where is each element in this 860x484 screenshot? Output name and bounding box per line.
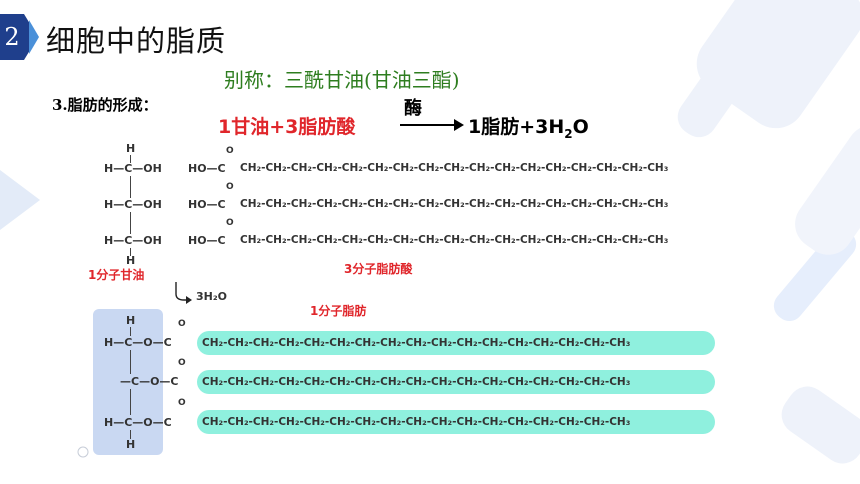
fat-carbonyl-2: O <box>178 358 186 368</box>
alias-text: 别称：三酰甘油(甘油三酯) <box>224 68 460 92</box>
bond <box>130 389 131 415</box>
fat-row-2: —C—O—C <box>120 375 179 388</box>
fatty-acid-carbonyl-2: O <box>226 182 234 192</box>
glycerol-backbone-highlight <box>93 309 163 455</box>
chain-highlight-2 <box>197 370 715 394</box>
equation-arrow-icon <box>400 119 464 131</box>
fatty-acid-carbonyl-3: O <box>226 218 234 228</box>
bond <box>130 176 131 198</box>
bond <box>130 430 131 439</box>
fat-top-h: H <box>126 314 136 327</box>
bond <box>130 248 131 256</box>
fat-bottom-h: H <box>126 438 136 451</box>
chain-highlight-1 <box>197 331 715 355</box>
fatty-acid-chain-1: CH₂-CH₂-CH₂-CH₂-CH₂-CH₂-CH₂-CH₂-CH₂-CH₂-… <box>240 162 669 174</box>
equation-product-subscript: 2 <box>564 126 573 141</box>
fat-row-1: H—C—O—C <box>104 336 172 349</box>
section-number-badge: 2 <box>0 14 24 60</box>
fat-row-3: H—C—O—C <box>104 416 172 429</box>
bond <box>130 212 131 234</box>
water-label: 3H₂O <box>196 290 228 303</box>
equation-product-prefix: 1脂肪+3H <box>468 116 565 138</box>
glycerol-bottom-h: H <box>126 254 136 267</box>
header-arrow-accent-icon <box>29 20 39 54</box>
fat-chain-3: CH₂-CH₂-CH₂-CH₂-CH₂-CH₂-CH₂-CH₂-CH₂-CH₂-… <box>202 416 631 428</box>
equation-reactants: 1甘油+3脂肪酸 <box>218 116 356 138</box>
fatty-acid-chain-2: CH₂-CH₂-CH₂-CH₂-CH₂-CH₂-CH₂-CH₂-CH₂-CH₂-… <box>240 198 669 210</box>
fat-carbonyl-3: O <box>178 398 186 408</box>
bond <box>130 155 131 163</box>
glycerol-row-3: H—C—OH <box>104 234 162 247</box>
fat-chain-2: CH₂-CH₂-CH₂-CH₂-CH₂-CH₂-CH₂-CH₂-CH₂-CH₂-… <box>202 376 631 388</box>
glycerol-label: 1分子甘油 <box>88 268 145 282</box>
fatty-acid-head-1: HO—C <box>188 162 226 175</box>
fat-carbonyl-1: O <box>178 319 186 329</box>
fat-chain-1: CH₂-CH₂-CH₂-CH₂-CH₂-CH₂-CH₂-CH₂-CH₂-CH₂-… <box>202 337 631 349</box>
fatty-acid-carbonyl-1: O <box>226 146 234 156</box>
glycerol-row-2: H—C—OH <box>104 198 162 211</box>
equation-enzyme: 酶 <box>404 98 422 119</box>
fatty-acid-chain-3: CH₂-CH₂-CH₂-CH₂-CH₂-CH₂-CH₂-CH₂-CH₂-CH₂-… <box>240 234 669 246</box>
water-release-arrow-icon <box>175 282 192 304</box>
equation-product: 1脂肪+3H2O <box>468 112 589 141</box>
glycerol-row-1: H—C—OH <box>104 162 162 175</box>
equation-product-suffix: O <box>572 116 589 138</box>
section-label: 3.脂肪的形成： <box>52 96 158 114</box>
bond <box>130 327 131 336</box>
page-title: 细胞中的脂质 <box>46 24 227 58</box>
chain-highlight-3 <box>197 410 715 434</box>
fat-label: 1分子脂肪 <box>310 304 367 318</box>
fatty-acid-head-2: HO—C <box>188 198 226 211</box>
fatty-acid-head-3: HO—C <box>188 234 226 247</box>
glycerol-top-h: H <box>126 142 136 155</box>
fatty-acids-label: 3分子脂肪酸 <box>344 262 413 276</box>
bond <box>130 350 131 374</box>
